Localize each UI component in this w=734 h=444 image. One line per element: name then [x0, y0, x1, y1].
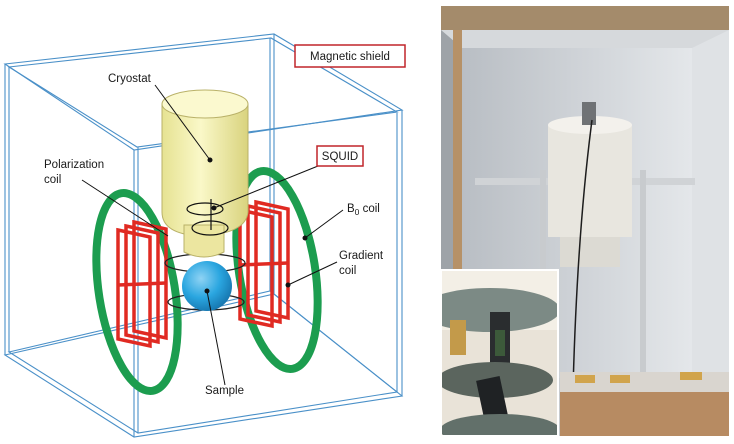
sample: [182, 261, 232, 311]
cryostat-label: Cryostat: [108, 73, 152, 85]
magnetic-shield-label-box: [294, 44, 406, 68]
gradient-coil: [116, 199, 290, 349]
magnetic-shield-label: Magnetic shield: [310, 51, 390, 63]
squid-label: SQUID: [322, 151, 358, 163]
gradient-coil-label-line2: coil: [339, 265, 356, 277]
b0-coil-label: B0 coil: [347, 203, 380, 217]
sample-label: Sample: [205, 385, 244, 397]
squid-closeup-photo: [440, 269, 559, 437]
polarization-coil-label-line1: Polarization: [44, 159, 104, 171]
squid-label-box: [316, 145, 364, 167]
leader-lines: [81, 84, 344, 386]
squid-sensor: [186, 199, 229, 236]
gradient-coil-label-line1: Gradient: [339, 250, 384, 262]
polarization-coil-label-line2: coil: [44, 174, 61, 186]
schematic-diagram: Magnetic shield Cryostat SQUID Polarizat…: [3, 33, 406, 438]
